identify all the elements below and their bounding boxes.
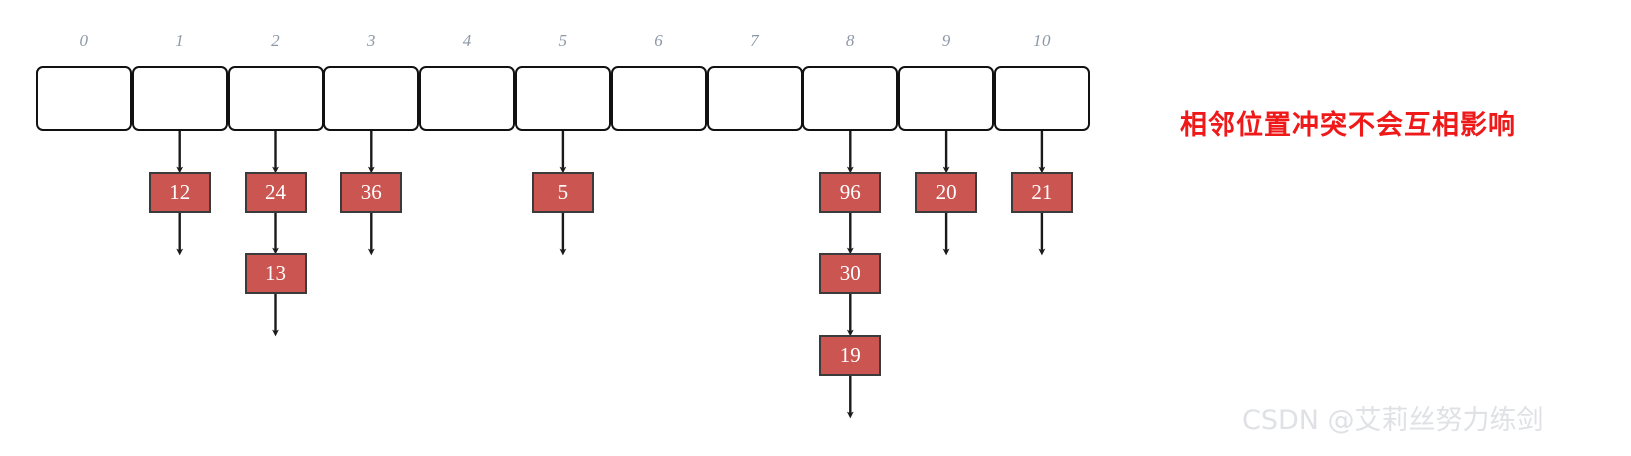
bucket-cell[interactable]	[610, 66, 707, 131]
bucket-cell[interactable]	[419, 66, 516, 131]
bucket-cell[interactable]	[36, 66, 132, 131]
index-label: 2	[271, 31, 281, 50]
chain-node[interactable]: 24	[244, 172, 307, 213]
bucket-cell[interactable]	[227, 66, 324, 131]
bucket-cell[interactable]	[515, 66, 611, 131]
index-label: 3	[366, 31, 376, 50]
index-label: 4	[462, 31, 472, 50]
bucket-cell[interactable]	[898, 66, 995, 131]
annotation-label: 相邻位置冲突不会互相影响	[1180, 110, 1516, 141]
index-label: 6	[654, 31, 664, 50]
csdn-watermark: CSDN @艾莉丝努力练剑	[1242, 405, 1544, 436]
arrow-group	[176, 130, 1046, 419]
index-label: 8	[845, 31, 855, 50]
chain-node[interactable]: 36	[340, 172, 403, 213]
bucket-cell[interactable]	[994, 66, 1090, 131]
chain-node[interactable]: 21	[1010, 172, 1073, 213]
bucket-cell[interactable]	[131, 66, 228, 131]
chain-node[interactable]: 19	[819, 335, 882, 376]
bucket-cell[interactable]	[802, 66, 899, 131]
chain-node[interactable]: 30	[819, 253, 882, 294]
bucket-cell[interactable]	[323, 66, 420, 131]
index-label: 5	[558, 31, 568, 50]
index-label: 7	[750, 31, 760, 50]
index-label: 0	[79, 31, 89, 50]
index-label: 10	[1033, 31, 1051, 50]
chain-node[interactable]: 13	[244, 253, 307, 294]
chain-node[interactable]: 96	[819, 172, 882, 213]
bucket-cell[interactable]	[706, 66, 803, 131]
index-label: 9	[941, 31, 951, 50]
index-label: 1	[175, 31, 185, 50]
chain-node[interactable]: 5	[531, 172, 594, 213]
chain-node[interactable]: 20	[915, 172, 978, 213]
chain-node[interactable]: 12	[148, 172, 211, 213]
